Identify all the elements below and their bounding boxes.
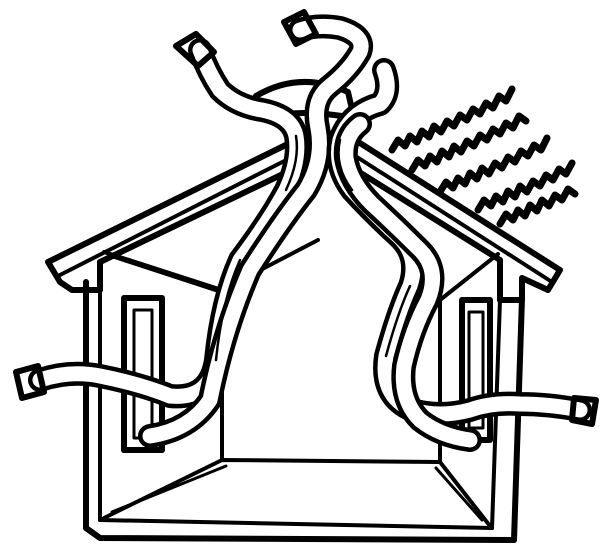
heat-wave-icon <box>392 89 575 224</box>
airflow-ribbon-icon <box>16 12 596 440</box>
